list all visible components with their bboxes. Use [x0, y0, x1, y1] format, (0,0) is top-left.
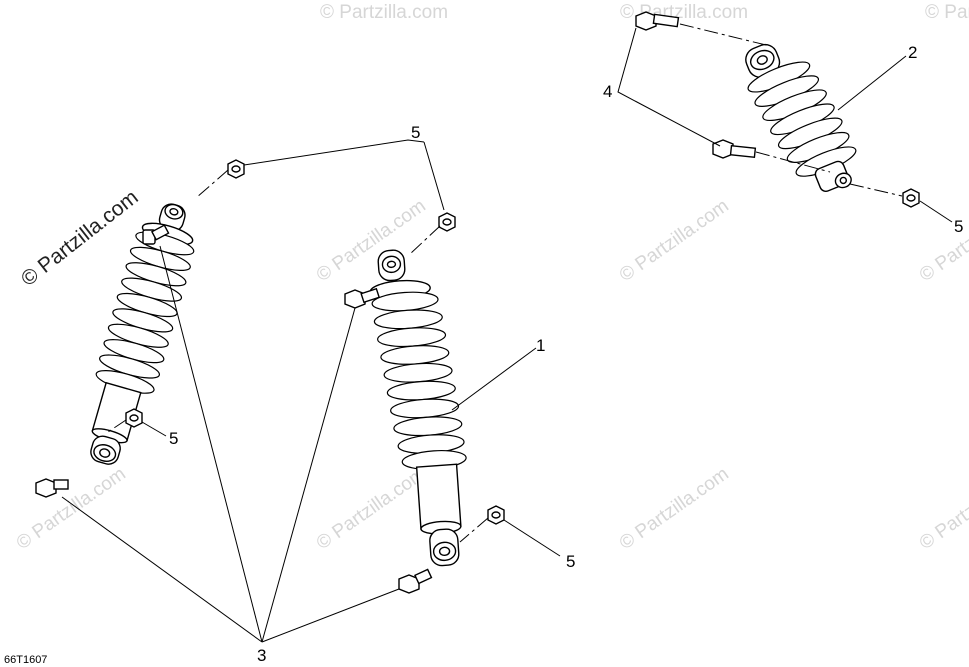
- watermark: © Partzilla.com: [313, 195, 430, 286]
- callout-3: 3: [257, 646, 266, 665]
- flange-bolt[interactable]: [712, 139, 757, 159]
- flange-bolt[interactable]: [635, 11, 680, 31]
- callout-5-bottom: 5: [566, 552, 575, 571]
- coil-spring: [95, 231, 195, 394]
- lock-nut[interactable]: [487, 505, 505, 525]
- watermark: © Partzilla.com: [925, 2, 969, 23]
- coil-spring: [747, 61, 857, 177]
- watermark: © Partzilla.com: [916, 195, 969, 286]
- callout-5-right: 5: [954, 217, 963, 236]
- coil-spring: [371, 291, 467, 470]
- watermark: © Partzilla.com: [916, 463, 969, 554]
- callout-1: 1: [536, 336, 545, 355]
- lock-nut[interactable]: [227, 159, 245, 179]
- hex-bolt[interactable]: [398, 568, 433, 594]
- watermark: © Partzilla.com: [616, 463, 733, 554]
- watermark: © Partzilla.com: [616, 195, 733, 286]
- lock-nut[interactable]: [125, 408, 143, 428]
- callout-5-left: 5: [169, 429, 178, 448]
- lock-nut[interactable]: [438, 212, 456, 232]
- shock-absorber-center[interactable]: [368, 246, 474, 569]
- callout-2: 2: [908, 43, 917, 62]
- hex-bolt[interactable]: [344, 287, 381, 309]
- shock-absorber-right[interactable]: [735, 27, 867, 207]
- hex-bolt[interactable]: [142, 224, 170, 245]
- drawing-code: 66T1607: [4, 654, 47, 666]
- callout-4: 4: [603, 82, 612, 101]
- watermark: © Partzilla.com: [320, 2, 448, 23]
- hex-bolt[interactable]: [35, 478, 69, 498]
- leader-lines: [61, 27, 953, 643]
- watermark-main: © Partzilla.com: [17, 186, 143, 291]
- watermark: © Partzilla.com: [13, 463, 130, 554]
- alignment-lines: [107, 23, 903, 543]
- watermark: © Partzilla.com: [313, 463, 430, 554]
- lock-nut[interactable]: [902, 188, 920, 208]
- callout-5-top: 5: [411, 123, 420, 142]
